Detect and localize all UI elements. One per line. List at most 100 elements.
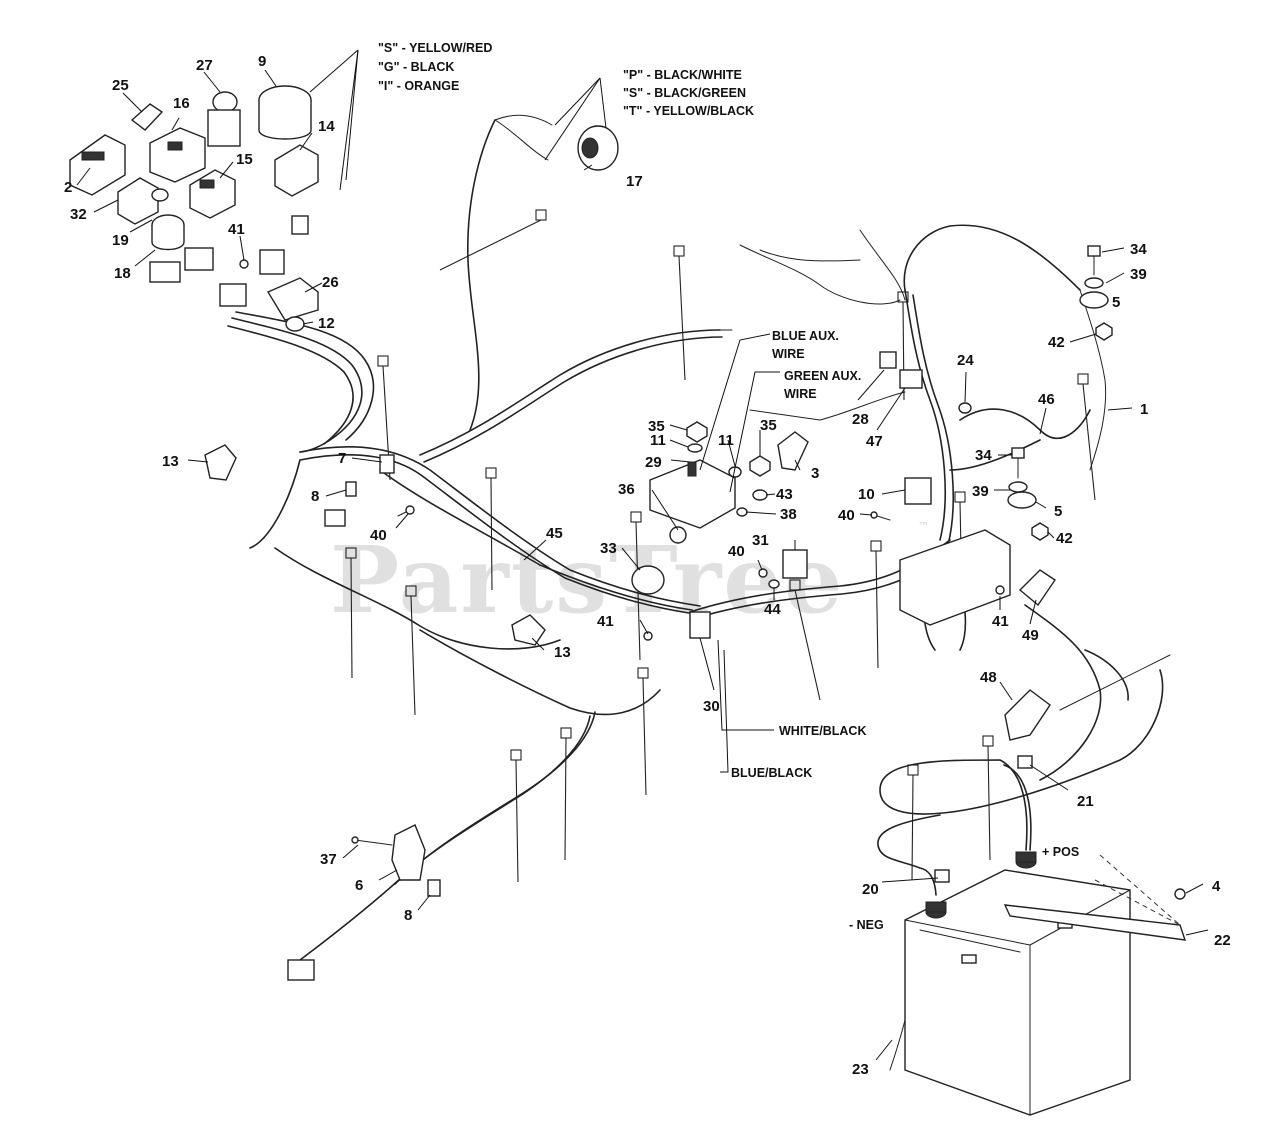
washer <box>736 507 748 517</box>
callout-44: 44 <box>764 601 781 618</box>
connector-13-lower <box>511 614 546 646</box>
callout-34-upper: 34 <box>1130 241 1147 258</box>
callout-43: 43 <box>776 486 793 503</box>
callout-24: 24 <box>957 352 974 369</box>
callouts: 1 2 3 4 5 5 6 7 8 8 9 10 11 11 12 13 13 … <box>64 53 1231 1078</box>
ring-terminal <box>1079 291 1109 309</box>
callout-39-upper: 39 <box>1130 266 1147 283</box>
callout-5-lower: 5 <box>1054 503 1062 520</box>
cable-tie <box>907 764 919 881</box>
note-blue-aux-1: BLUE AUX. <box>772 329 839 343</box>
cable-tie <box>870 540 882 669</box>
callout-18: 18 <box>114 265 131 282</box>
nut <box>1095 322 1113 341</box>
cable-ties <box>345 209 1096 883</box>
connector <box>219 283 247 307</box>
plug-36 <box>669 526 687 544</box>
callout-28: 28 <box>852 411 869 428</box>
callout-20: 20 <box>862 881 879 898</box>
callout-9: 9 <box>258 53 266 70</box>
note-white-black: WHITE/BLACK <box>779 724 867 738</box>
regulator <box>649 459 736 529</box>
note-pos: + POS <box>1042 845 1079 859</box>
main-harness <box>227 114 1107 961</box>
callout-34-lower: 34 <box>975 447 992 464</box>
callout-41-top: 41 <box>228 221 245 238</box>
callout-42-lower: 42 <box>1056 530 1073 547</box>
watermark: PartsTree <box>330 526 844 634</box>
relay <box>904 477 932 505</box>
cable-tie <box>510 749 522 883</box>
ring <box>151 188 169 202</box>
cable-tie <box>345 547 357 679</box>
callout-16: 16 <box>173 95 190 112</box>
connector <box>287 959 315 981</box>
callout-15: 15 <box>236 151 253 168</box>
boot-48 <box>1004 689 1051 741</box>
washer <box>752 489 768 501</box>
note-s-black-green: "S" - BLACK/GREEN <box>623 86 746 100</box>
bolt <box>1011 447 1025 459</box>
callout-33: 33 <box>600 540 617 557</box>
washer <box>687 443 703 453</box>
cable-tie <box>485 467 497 591</box>
callout-23: 23 <box>852 1061 869 1078</box>
callout-42-upper: 42 <box>1048 334 1065 351</box>
grommet <box>631 565 665 595</box>
callout-27: 27 <box>196 57 213 74</box>
callout-8-upper: 8 <box>311 488 319 505</box>
hour-meter <box>69 134 126 196</box>
key <box>130 103 164 131</box>
note-i-orange: "I" - ORANGE <box>378 79 459 93</box>
washer <box>1008 481 1028 493</box>
nut <box>749 455 771 477</box>
terminal <box>934 869 950 883</box>
callout-46: 46 <box>1038 391 1055 408</box>
bracket-8-lower <box>427 879 441 897</box>
screw <box>1174 888 1186 900</box>
leader-lines <box>76 49 1209 1061</box>
connector <box>324 509 346 527</box>
watermark-tm: ™ <box>918 520 929 533</box>
bracket-8 <box>345 481 357 497</box>
callout-6: 6 <box>355 877 363 894</box>
boot-49 <box>1018 569 1056 607</box>
callout-26: 26 <box>322 274 339 291</box>
fuse-block <box>899 529 1011 626</box>
cable-tie <box>1077 373 1096 501</box>
boot <box>777 431 809 471</box>
callout-13-left: 13 <box>162 453 179 470</box>
callout-45: 45 <box>546 525 563 542</box>
callout-7: 7 <box>338 450 346 467</box>
callout-29: 29 <box>645 454 662 471</box>
callout-32: 32 <box>70 206 87 223</box>
note-s-yellow-red: "S" - YELLOW/RED <box>378 41 492 55</box>
note-blue-aux-2: WIRE <box>772 347 805 361</box>
callout-49: 49 <box>1022 627 1039 644</box>
connector <box>184 247 214 271</box>
switch-14 <box>274 144 319 197</box>
note-neg: - NEG <box>849 918 884 932</box>
cable-tie <box>439 209 547 271</box>
terminal <box>958 402 972 414</box>
note-green-aux-2: WIRE <box>784 387 817 401</box>
cable-tie <box>637 667 649 796</box>
callout-19: 19 <box>112 232 129 249</box>
callout-5-upper: 5 <box>1112 294 1120 311</box>
components <box>69 85 1186 981</box>
connector-6 <box>391 824 426 881</box>
callout-13-lower: 13 <box>554 644 571 661</box>
pto-switch-knob <box>212 91 238 113</box>
callout-25: 25 <box>112 77 129 94</box>
bolt <box>1087 245 1101 257</box>
terminal <box>1017 755 1033 769</box>
callout-1: 1 <box>1140 401 1148 418</box>
nut <box>1031 522 1049 541</box>
callout-37: 37 <box>320 851 337 868</box>
callout-4: 4 <box>1212 878 1221 895</box>
callout-8-lower: 8 <box>404 907 412 924</box>
note-g-black: "G" - BLACK <box>378 60 454 74</box>
connector-28 <box>879 351 897 369</box>
switch-32 <box>117 177 159 225</box>
connector <box>291 215 309 235</box>
